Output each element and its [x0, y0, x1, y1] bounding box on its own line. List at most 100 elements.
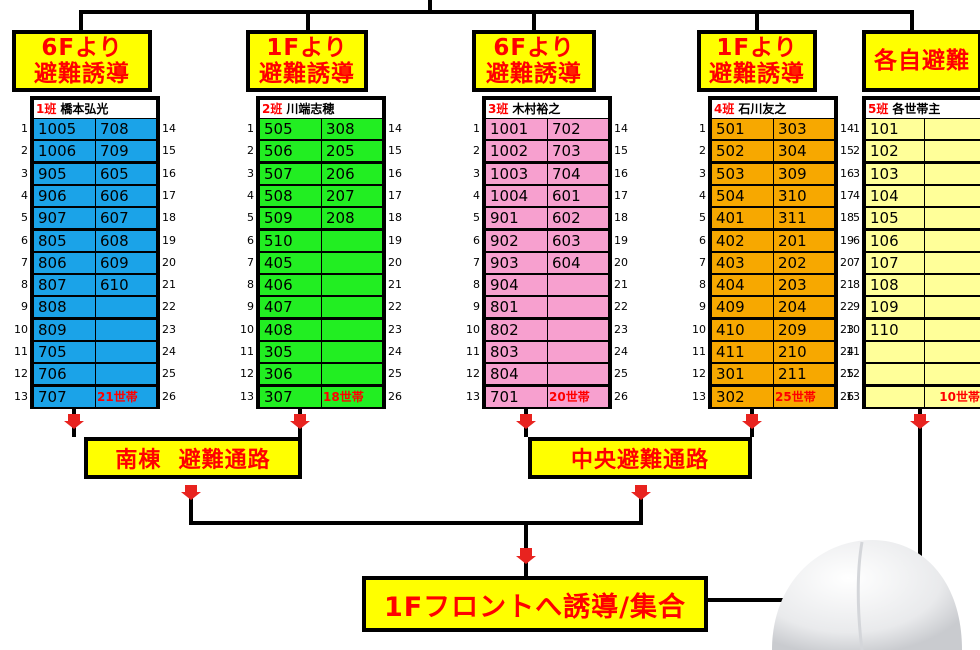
room-cell: 803 [486, 342, 547, 362]
room-cell: 506 [260, 141, 321, 162]
row-number-left: 6 [247, 233, 254, 247]
room-cell: 306 [260, 364, 321, 385]
room-cell: 901 [486, 208, 547, 229]
room-cell: 804 [486, 364, 547, 385]
row-number-right: 16 [388, 166, 402, 180]
row-number-left: 11 [692, 345, 706, 358]
room-cell: 403 [712, 252, 773, 273]
household-total: 20世帯 [548, 386, 608, 407]
room-cell: 601 [548, 185, 608, 206]
room-cell: 610 [96, 275, 156, 296]
room-cell: 709 [96, 141, 156, 162]
room-cell [322, 297, 382, 318]
room-cell: 902 [486, 230, 547, 251]
room-cell: 302 [712, 386, 773, 407]
row-number-right: 24 [388, 345, 402, 358]
row-number-right: 21 [614, 278, 628, 292]
group-header-5: 各自避難 [862, 30, 980, 92]
row-number-left: 11 [14, 345, 28, 358]
team-leader-name: 川端志穂 [286, 102, 335, 116]
room-cell [866, 386, 924, 407]
room-cell: 504 [712, 185, 773, 206]
group-header-line: 避難誘導 [486, 61, 582, 87]
row-number-right: 15 [840, 144, 854, 158]
room-cell [925, 185, 980, 206]
room-cell: 906 [34, 185, 95, 206]
row-number-left: 1 [699, 122, 706, 135]
team-number: 4班 [714, 102, 735, 116]
row-number-left: 10 [466, 322, 480, 336]
room-cell: 405 [260, 252, 321, 273]
room-cell: 308 [322, 119, 382, 139]
row-number-left: 3 [853, 166, 860, 180]
room-cell: 202 [774, 252, 834, 273]
row-number-left: 13 [466, 389, 480, 403]
row-number-right: 18 [614, 211, 628, 225]
row-number-left: 12 [846, 367, 860, 381]
room-cell: 101 [866, 119, 924, 139]
room-cell [322, 275, 382, 296]
row-number-right: 21 [840, 278, 854, 292]
row-number-left: 2 [247, 144, 254, 158]
row-number-right: 21 [388, 278, 402, 292]
room-cell [322, 230, 382, 251]
row-number-left: 12 [240, 367, 254, 381]
row-number-left: 10 [846, 322, 860, 336]
row-number-left: 6 [21, 233, 28, 247]
row-number-right: 19 [162, 233, 176, 247]
group-header-line: 6Fより [493, 35, 575, 61]
room-cell: 402 [712, 230, 773, 251]
room-cell: 807 [34, 275, 95, 296]
row-number-right: 14 [388, 122, 402, 135]
row-number-left: 13 [14, 389, 28, 403]
row-number-left: 4 [853, 188, 860, 202]
room-cell: 706 [34, 364, 95, 385]
room-cell [548, 297, 608, 318]
row-number-right: 16 [840, 166, 854, 180]
team-leader-row: 2班川端志穂 [260, 100, 382, 118]
row-number-left: 1 [853, 122, 860, 135]
room-cell [96, 319, 156, 340]
row-number-right: 18 [840, 211, 854, 225]
row-number-left: 6 [699, 233, 706, 247]
room-cell: 702 [548, 119, 608, 139]
room-cell: 304 [774, 141, 834, 162]
room-cell: 108 [866, 275, 924, 296]
row-number-left: 1 [21, 122, 28, 135]
room-cell: 503 [712, 163, 773, 184]
row-number-right: 22 [614, 300, 628, 314]
row-number-left: 9 [21, 300, 28, 314]
room-cell: 104 [866, 185, 924, 206]
room-cell [925, 297, 980, 318]
row-number-right: 18 [388, 211, 402, 225]
row-number-left: 10 [692, 322, 706, 336]
household-total: 18世帯 [322, 386, 382, 407]
row-number-right: 16 [614, 166, 628, 180]
row-number-left: 1 [473, 122, 480, 135]
row-number-right: 26 [614, 389, 628, 403]
south-evacuation-route: 南棟 避難通路 [84, 437, 302, 479]
room-cell: 404 [712, 275, 773, 296]
room-cell: 607 [96, 208, 156, 229]
group-header-line: 避難誘導 [259, 61, 355, 87]
room-cell [925, 119, 980, 139]
room-cell: 1003 [486, 163, 547, 184]
household-total: 10世帯 [925, 386, 980, 407]
row-number-left: 13 [692, 389, 706, 403]
room-cell: 805 [34, 230, 95, 251]
row-number-right: 26 [388, 389, 402, 403]
room-cell [322, 319, 382, 340]
row-number-right: 19 [614, 233, 628, 247]
room-cell: 211 [774, 364, 834, 385]
room-cell: 110 [866, 319, 924, 340]
team-leader-row: 4班石川友之 [712, 100, 834, 118]
room-cell: 501 [712, 119, 773, 139]
row-number-right: 17 [614, 188, 628, 202]
row-number-right: 20 [162, 255, 176, 269]
room-cell [925, 252, 980, 273]
row-number-left: 7 [853, 255, 860, 269]
team-leader-row: 5班各世帯主 [866, 100, 980, 118]
